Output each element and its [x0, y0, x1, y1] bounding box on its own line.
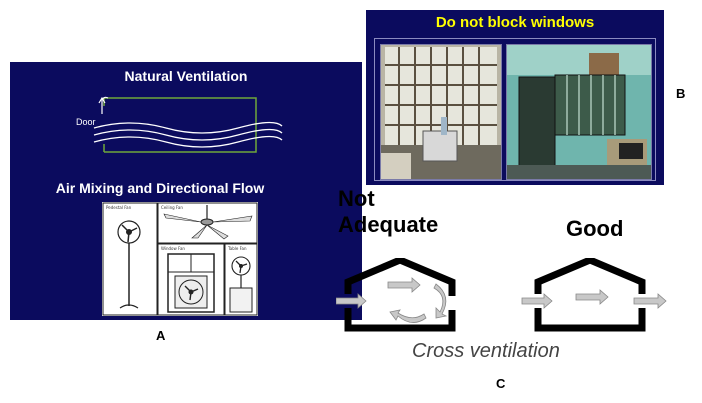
- pedestal-fan-icon: [117, 220, 141, 309]
- good-middle-arrow-icon: [575, 289, 609, 305]
- fan-caption-window: Window Fan: [161, 246, 185, 251]
- airflow-line-1: [93, 121, 283, 134]
- do-not-block-windows-panel: Do not block windows: [366, 10, 664, 185]
- panel-b-letter: B: [676, 86, 686, 101]
- panel-c-letter: C: [496, 376, 506, 391]
- natural-ventilation-panel: Natural Ventilation Door Air Mixing and …: [10, 62, 362, 320]
- fan-types-illustration: Pedestal Fan Ceiling Fan Window Fan Tabl…: [102, 202, 258, 316]
- panel-a-subtitle: Air Mixing and Directional Flow: [55, 180, 265, 196]
- good-outflow-arrow-icon: [633, 293, 667, 309]
- not-adequate-house-icon: [336, 258, 456, 332]
- curved-back-arrow-icon: [389, 309, 427, 323]
- photo-frame-border: [374, 38, 656, 181]
- panel-a-letter: A: [156, 328, 166, 343]
- good-house-icon: [521, 258, 667, 332]
- inside-arrow-icon: [387, 277, 421, 293]
- inflow-arrow-icon: [336, 293, 367, 309]
- blocked-window-photo: [380, 44, 502, 180]
- panel-b-title: Do not block windows: [435, 14, 595, 31]
- ceiling-fan-icon: [163, 205, 253, 240]
- cross-ventilation-diagram: [336, 258, 667, 332]
- not-adequate-label: Not Adequate: [338, 186, 439, 237]
- curved-down-arrow-icon: [433, 283, 448, 319]
- airflow-line-2: [93, 128, 283, 141]
- room-airflow-diagram: [93, 96, 283, 153]
- fan-caption-pedestal: Pedestal Fan: [106, 205, 132, 210]
- fan-caption-table: Table Fan: [228, 246, 247, 251]
- door-label: Door: [76, 117, 96, 127]
- door-arrow-icon: [101, 96, 109, 114]
- good-label: Good: [566, 216, 624, 241]
- panel-a-title: Natural Ventilation: [124, 68, 248, 84]
- room-outline: [104, 97, 257, 153]
- window-fan-icon: [167, 253, 215, 313]
- cross-ventilation-label: Cross ventilation: [412, 340, 560, 362]
- cabinet-blocking-window-photo: [506, 44, 652, 180]
- table-fan-icon: [229, 256, 253, 313]
- airflow-line-3: [93, 135, 283, 148]
- good-inflow-arrow-icon: [521, 293, 553, 309]
- fan-caption-ceiling: Ceiling Fan: [161, 205, 183, 210]
